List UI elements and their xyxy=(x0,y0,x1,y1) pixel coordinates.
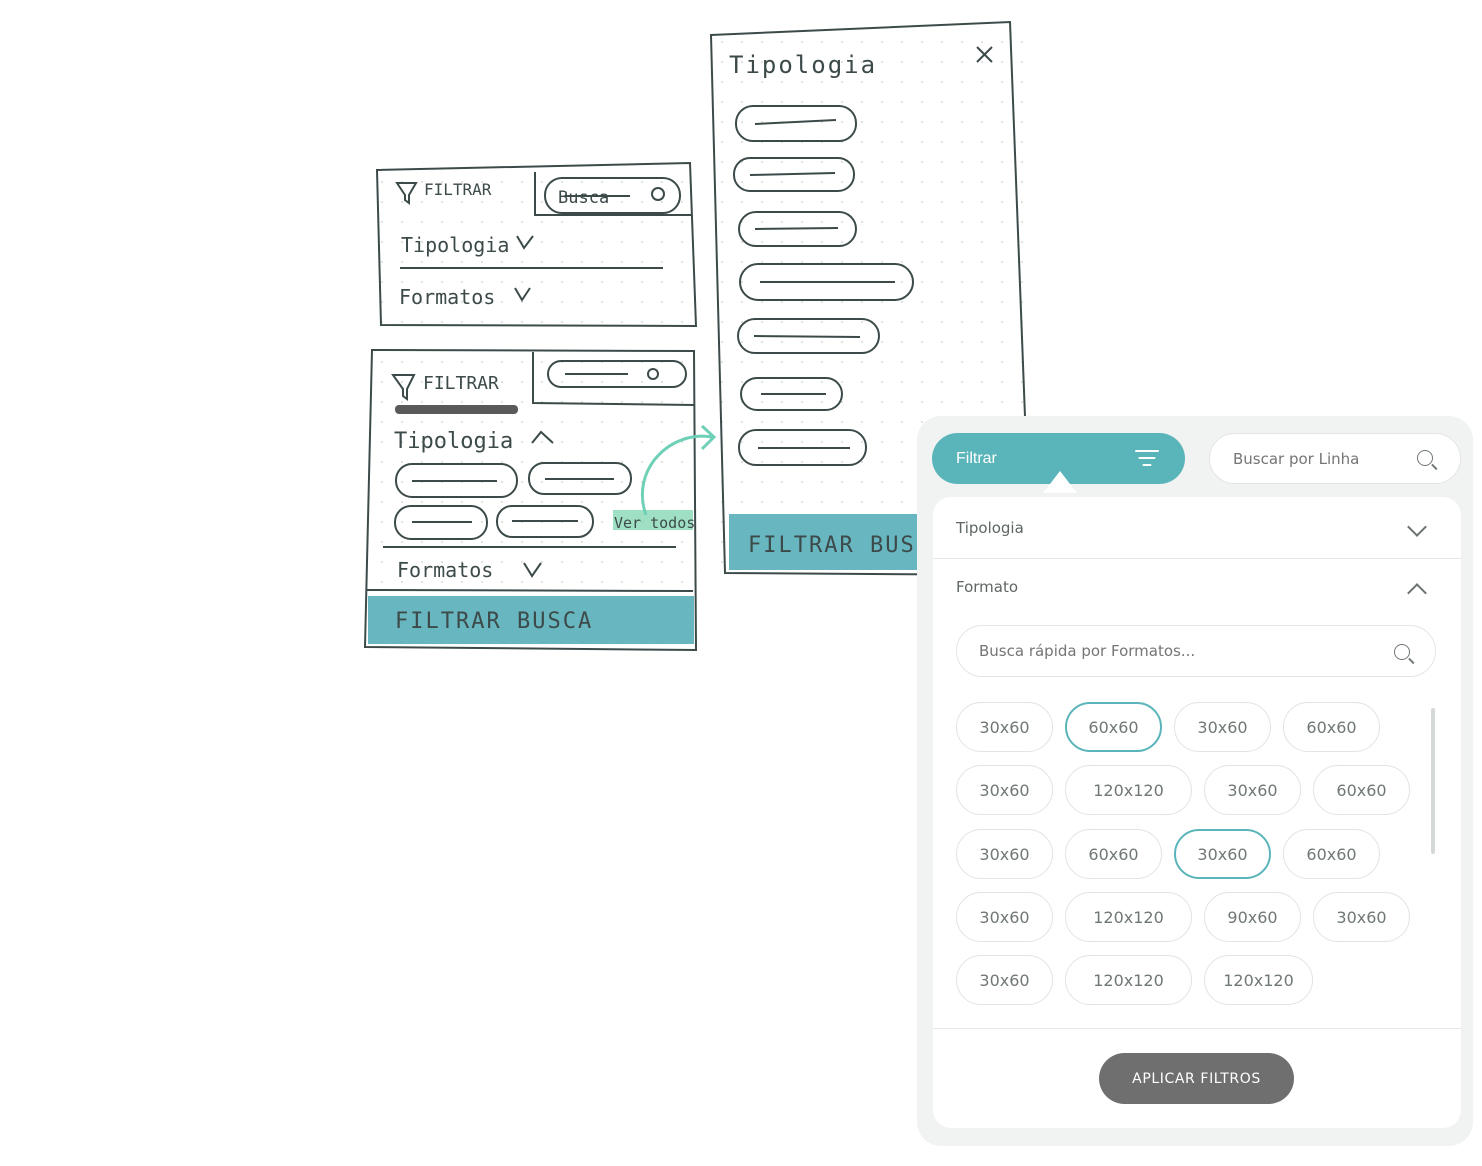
sketch-ver-todos-highlight xyxy=(613,510,693,530)
format-chip-label: 60x60 xyxy=(1088,844,1139,864)
format-chip[interactable]: 120x120 xyxy=(1065,892,1192,942)
sketch-arrow xyxy=(640,424,717,516)
format-chip-label: 120x120 xyxy=(1223,970,1294,990)
sketch-expanded-panel xyxy=(363,348,698,652)
sketch-expanded-section-formatos: Formatos xyxy=(397,558,493,582)
sketch-expanded-ver-todos: Ver todos xyxy=(614,514,695,532)
filter-lines-icon xyxy=(1135,448,1159,468)
format-chip-label: 60x60 xyxy=(1306,844,1357,864)
sketch-small-panel xyxy=(375,161,698,328)
sketch-tab-underline xyxy=(395,405,518,414)
format-chip[interactable]: 30x60 xyxy=(956,765,1053,815)
format-chip[interactable]: 120x120 xyxy=(1065,765,1192,815)
search-icon[interactable] xyxy=(1417,450,1433,466)
format-chip[interactable]: 60x60 xyxy=(1065,829,1162,879)
accordion-formato-label: Formato xyxy=(956,578,1019,596)
format-chip[interactable]: 120x120 xyxy=(1065,955,1192,1005)
format-chip[interactable]: 30x60 xyxy=(1204,765,1301,815)
format-chip-label: 30x60 xyxy=(979,780,1030,800)
sketch-expanded-filter-label: FILTRAR xyxy=(423,373,499,394)
format-chip-label: 90x60 xyxy=(1227,907,1278,927)
format-chip-label: 30x60 xyxy=(979,717,1030,737)
format-chip-label: 30x60 xyxy=(1227,780,1278,800)
format-chip[interactable]: 90x60 xyxy=(1204,892,1301,942)
accordion-tipologia-label: Tipologia xyxy=(956,519,1024,537)
search-icon[interactable] xyxy=(1394,644,1410,660)
format-chip[interactable]: 30x60 xyxy=(956,702,1053,752)
format-chip[interactable]: 30x60 xyxy=(956,892,1053,942)
sketch-small-search-label: Busca xyxy=(558,188,609,208)
sketch-small-filter-label: FILTRAR xyxy=(424,180,492,199)
format-chip-label: 120x120 xyxy=(1093,970,1164,990)
format-chip-label: 120x120 xyxy=(1093,907,1164,927)
search-by-line-input[interactable] xyxy=(1233,449,1413,468)
format-chip[interactable]: 60x60 xyxy=(1283,702,1380,752)
sketch-small-row-formatos: Formatos xyxy=(399,285,495,309)
format-chip[interactable]: 60x60 xyxy=(1065,702,1162,752)
format-chip-label: 30x60 xyxy=(1336,907,1387,927)
format-chip[interactable]: 30x60 xyxy=(1174,829,1271,879)
format-chip-label: 30x60 xyxy=(979,970,1030,990)
format-chip[interactable]: 30x60 xyxy=(956,955,1053,1005)
format-chip[interactable]: 30x60 xyxy=(956,829,1053,879)
format-quick-search-field[interactable] xyxy=(956,625,1436,677)
format-chip-label: 60x60 xyxy=(1306,717,1357,737)
format-chip[interactable]: 30x60 xyxy=(1174,702,1271,752)
apply-filters-button[interactable]: APLICAR FILTROS xyxy=(1099,1053,1294,1104)
dropdown-caret xyxy=(1043,471,1077,493)
format-chip[interactable]: 120x120 xyxy=(1204,955,1313,1005)
search-by-line-field[interactable] xyxy=(1209,433,1461,484)
format-chip[interactable]: 30x60 xyxy=(1313,892,1410,942)
chip-list-scrollbar[interactable] xyxy=(1431,708,1435,854)
format-chip-label: 30x60 xyxy=(1197,717,1248,737)
format-chip[interactable]: 60x60 xyxy=(1313,765,1410,815)
format-chip-label: 30x60 xyxy=(979,907,1030,927)
format-chip-label: 30x60 xyxy=(979,844,1030,864)
sketch-expanded-cta: FILTRAR BUSCA xyxy=(395,609,593,634)
format-chip-label: 30x60 xyxy=(1197,844,1248,864)
sketch-small-row-tipologia: Tipologia xyxy=(401,233,509,257)
format-quick-search-input[interactable] xyxy=(979,642,1339,660)
divider xyxy=(933,1028,1461,1029)
sketch-modal-title: Tipologia xyxy=(729,51,877,79)
sketch-expanded-cta-bg xyxy=(368,596,694,644)
divider xyxy=(933,558,1461,559)
sketch-expanded-section-tipologia: Tipologia xyxy=(394,429,513,454)
format-chip-label: 120x120 xyxy=(1093,780,1164,800)
format-chip[interactable]: 60x60 xyxy=(1283,829,1380,879)
filter-toggle-label: Filtrar xyxy=(956,449,997,467)
format-chip-label: 60x60 xyxy=(1336,780,1387,800)
format-chip-label: 60x60 xyxy=(1088,717,1139,737)
